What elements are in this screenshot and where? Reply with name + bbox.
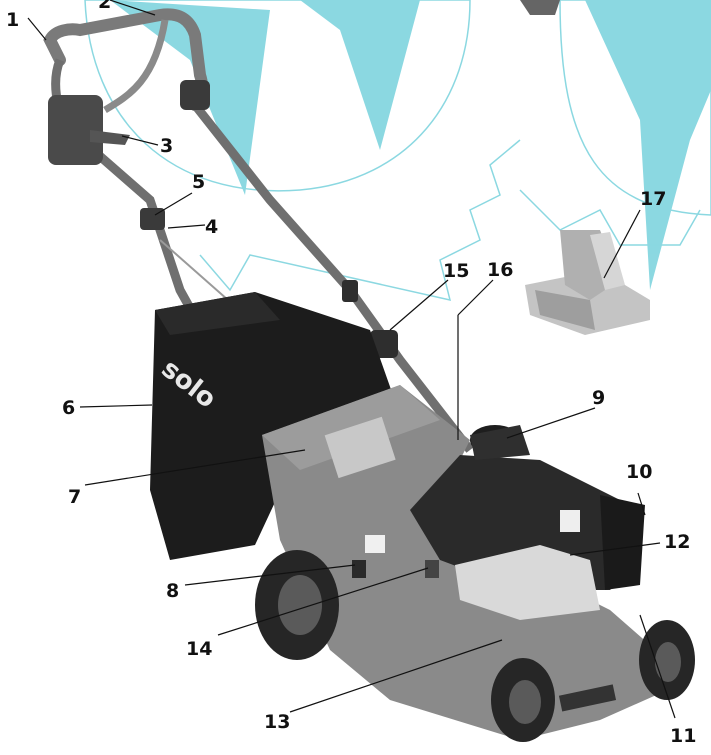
watermark-background [84, 0, 711, 301]
callout-8: 8 [166, 580, 179, 602]
grass-bag: solo [150, 292, 400, 560]
callout-2: 2 [98, 0, 111, 13]
callout-5: 5 [192, 171, 205, 193]
callout-7: 7 [68, 486, 81, 508]
callout-14: 14 [186, 638, 212, 660]
fuel-cap [425, 560, 439, 578]
height-adjust-lever [352, 560, 366, 578]
callout-12: 12 [664, 531, 690, 553]
air-filter [600, 495, 645, 590]
control-housing-left [48, 95, 103, 165]
engine [410, 425, 645, 620]
callout-11: 11 [670, 725, 696, 747]
callout-15: 15 [443, 260, 469, 282]
engine-cover [455, 545, 600, 620]
callout-3: 3 [160, 135, 173, 157]
leader-lines [27, 0, 676, 719]
deck-sticker [324, 416, 396, 479]
wheels [255, 550, 695, 742]
callout-10: 10 [626, 461, 652, 483]
callout-1: 1 [6, 9, 19, 31]
callout-4: 4 [205, 216, 218, 238]
mulching-insert [525, 230, 650, 335]
callout-6: 6 [62, 397, 75, 419]
callout-9: 9 [592, 387, 605, 409]
deck-plate [558, 684, 617, 712]
callout-labels: 1 2 3 4 5 6 7 8 9 10 11 12 13 14 15 16 1… [6, 0, 696, 747]
callout-13: 13 [264, 711, 290, 733]
callout-17: 17 [640, 188, 666, 210]
callout-16: 16 [487, 259, 513, 281]
